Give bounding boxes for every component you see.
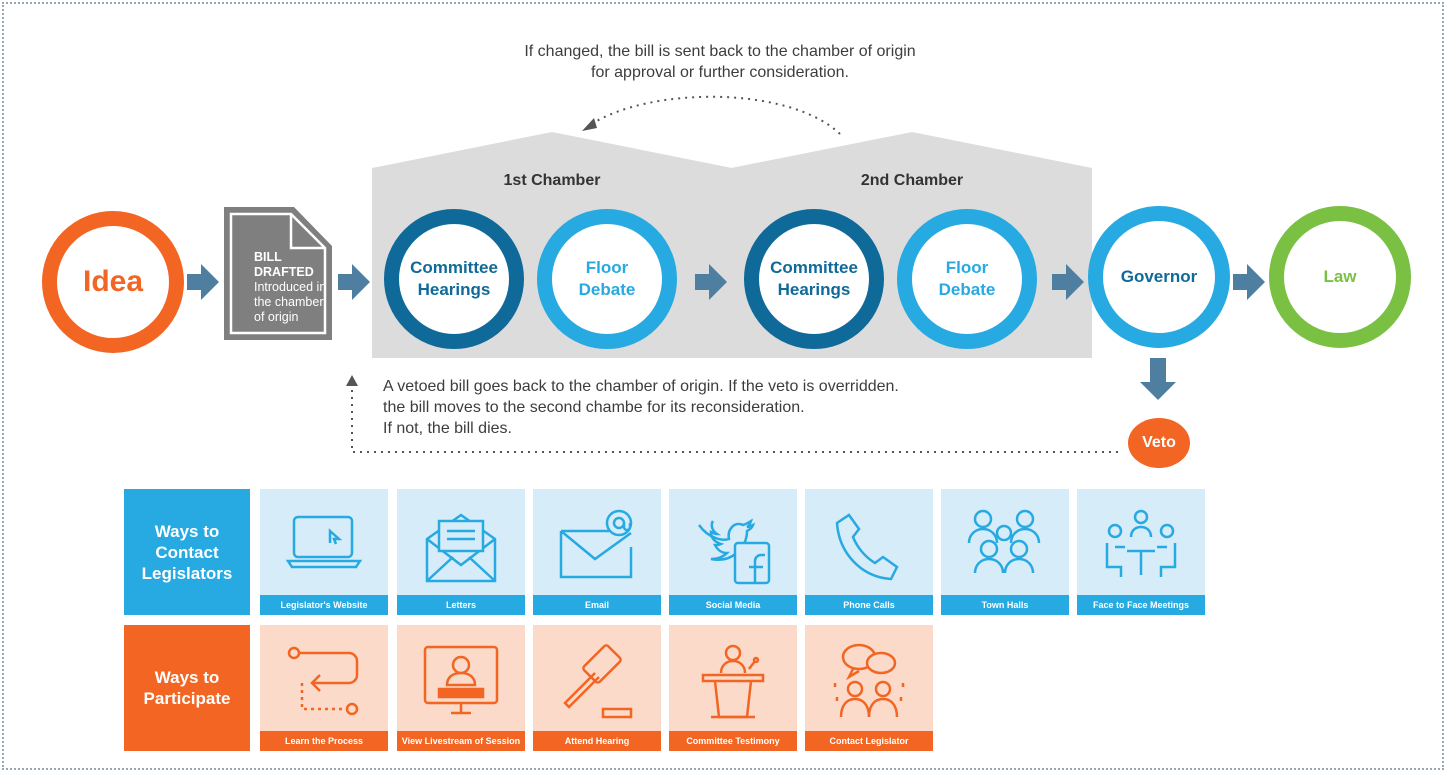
top-note-line-2: for approval or further consideration.	[591, 64, 849, 81]
veto-badge: Veto	[1128, 418, 1190, 468]
committee-label-line-1: Committee	[770, 258, 858, 277]
contact-heading-line-3: Legislators	[141, 563, 233, 583]
committee-label-line-2: Hearings	[777, 280, 851, 299]
participate-tile-label: View Livestream of Session	[397, 731, 525, 751]
arrow-chamber-governor	[1052, 264, 1084, 300]
law-label: Law	[1323, 267, 1357, 286]
floor-label-line-1: Floor	[585, 258, 629, 277]
arrow-bill-chamber	[338, 264, 370, 300]
contact-tile-label: Letters	[397, 595, 525, 615]
contact-tile-town-halls[interactable]: Town Halls	[941, 489, 1069, 615]
livestream-icon	[423, 645, 499, 715]
contact-tile-letters[interactable]: Letters	[397, 489, 525, 615]
committee-label-line-2: Hearings	[417, 280, 491, 299]
governor-label: Governor	[1120, 267, 1198, 286]
participate-heading-line-2: Participate	[143, 689, 231, 708]
bill-head-line-2: DRAFTED	[254, 265, 314, 279]
arrow-chamber-chamber	[695, 264, 727, 300]
process-icon	[287, 646, 359, 716]
floor-label-line-2: Debate	[938, 280, 996, 299]
participate-tile-livestream[interactable]: View Livestream of Session	[397, 625, 525, 751]
participate-tile-contact[interactable]: Contact Legislator	[805, 625, 933, 751]
veto-label: Veto	[1142, 434, 1176, 451]
veto-note-line-1: A vetoed bill goes back to the chamber o…	[383, 378, 899, 395]
contact-heading-line-1: Ways to	[154, 521, 220, 541]
veto-note: A vetoed bill goes back to the chamber o…	[383, 376, 1103, 439]
top-note-line-1: If changed, the bill is sent back to the…	[524, 43, 916, 60]
bill-body-line-2: the chamber	[254, 295, 324, 309]
veto-note-line-3: If not, the bill dies.	[383, 420, 512, 437]
contact-tile-meetings[interactable]: Face to Face Meetings	[1077, 489, 1205, 615]
contact-tile-phone[interactable]: Phone Calls	[805, 489, 933, 615]
meeting-icon	[1105, 509, 1177, 577]
bill-head-line-1: BILL	[254, 250, 282, 264]
contact-tile-social[interactable]: Social Media	[669, 489, 797, 615]
laptop-icon	[285, 515, 363, 569]
veto-return-arrowhead	[346, 375, 358, 386]
participate-heading-line-1: Ways to	[154, 668, 220, 687]
first-chamber-label: 1st Chamber	[503, 172, 601, 189]
idea-label: Idea	[82, 265, 144, 298]
idea-circle: Idea	[42, 211, 184, 353]
flow-arrows	[187, 264, 1265, 400]
phone-icon	[835, 513, 899, 581]
arrow-governor-veto	[1140, 358, 1176, 400]
return-arc-arrowhead	[582, 118, 597, 131]
committee-label-line-1: Committee	[410, 258, 498, 277]
bill-body-line-3: of origin	[254, 310, 299, 324]
bill-body-line-1: Introduced in	[254, 280, 327, 294]
return-arc	[589, 95, 841, 135]
participate-tile-label: Attend Hearing	[533, 731, 661, 751]
participate-tile-learn[interactable]: Learn the Process	[260, 625, 388, 751]
contact-tile-website[interactable]: Legislator's Website	[260, 489, 388, 615]
contact-tile-label: Social Media	[669, 595, 797, 615]
law-circle: Law	[1269, 206, 1411, 348]
top-note: If changed, the bill is sent back to the…	[460, 41, 980, 83]
veto-note-line-2: the bill moves to the second chambe for …	[383, 399, 805, 416]
contact-tile-label: Legislator's Website	[260, 595, 388, 615]
floor-label-line-2: Debate	[578, 280, 636, 299]
contact-tile-label: Email	[533, 595, 661, 615]
arrow-governor-law	[1233, 264, 1265, 300]
arrow-idea-bill	[187, 264, 219, 300]
contact-tile-label: Phone Calls	[805, 595, 933, 615]
participate-tile-hearing[interactable]: Attend Hearing	[533, 625, 661, 751]
contact-tile-email[interactable]: Email	[533, 489, 661, 615]
governor-circle: Governor	[1088, 206, 1230, 348]
contact-tile-label: Town Halls	[941, 595, 1069, 615]
floor-label-line-1: Floor	[945, 258, 989, 277]
social-media-icon	[697, 518, 771, 585]
envelope-letter-icon	[425, 513, 497, 583]
email-at-icon	[559, 509, 633, 579]
participate-tile-label: Committee Testimony	[669, 731, 797, 751]
contact-heading-line-2: Contact	[155, 542, 219, 562]
participate-tile-label: Contact Legislator	[805, 731, 933, 751]
gavel-icon	[563, 644, 633, 719]
podium-icon	[701, 644, 765, 719]
conversation-icon	[833, 643, 905, 718]
contact-tile-label: Face to Face Meetings	[1077, 595, 1205, 615]
participate-heading: Ways to Participate	[124, 625, 250, 751]
bill-document-icon	[224, 207, 332, 340]
town-hall-icon	[967, 509, 1041, 574]
participate-tile-testimony[interactable]: Committee Testimony	[669, 625, 797, 751]
second-chamber-label: 2nd Chamber	[860, 172, 964, 189]
participate-tile-label: Learn the Process	[260, 731, 388, 751]
bill-drafted-text: BILL DRAFTED Introduced in the chamber o…	[254, 250, 334, 325]
